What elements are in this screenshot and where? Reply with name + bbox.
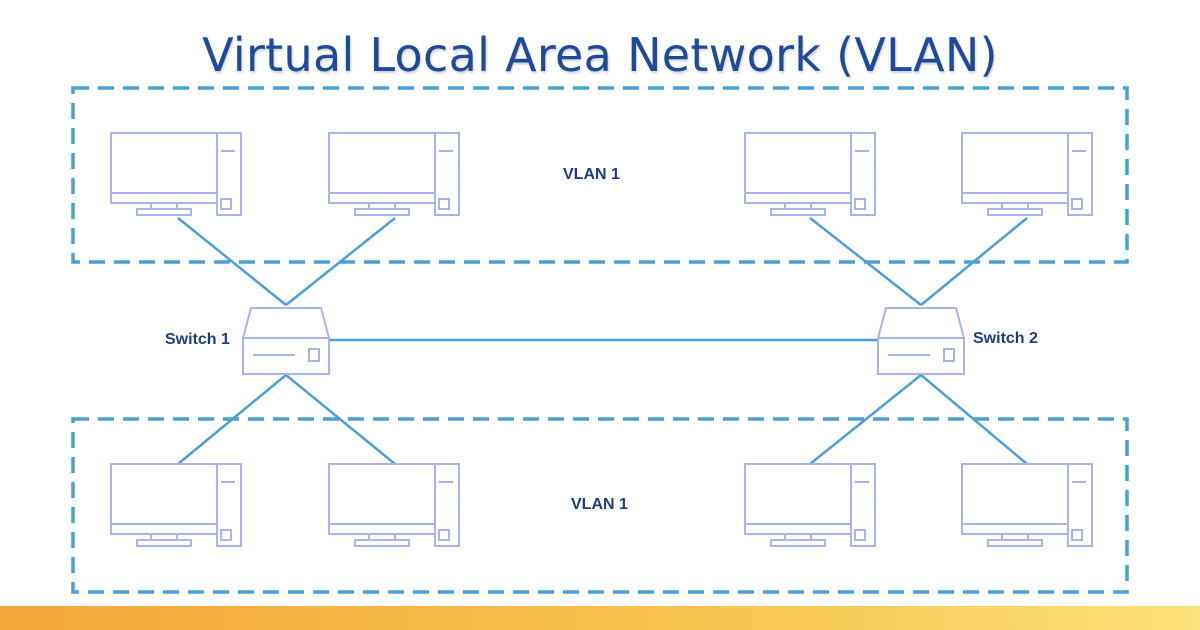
network-switch-icon: [242, 307, 330, 375]
desktop-computer-icon: [961, 132, 1093, 216]
vlan-boundary-bottom: [71, 417, 1129, 594]
switch-1-label: Switch 1: [165, 331, 230, 348]
desktop-computer-icon: [744, 132, 876, 216]
desktop-computer-icon: [744, 463, 876, 547]
link-switch2-pc7: [809, 374, 922, 465]
link-pc4-switch2: [920, 217, 1028, 306]
switch-2-label: Switch 2: [973, 330, 1038, 347]
desktop-computer-icon: [328, 463, 460, 547]
accent-band: [0, 606, 1200, 630]
link-switch2-pc8: [920, 374, 1028, 465]
link-pc2-switch1: [285, 217, 396, 306]
vlan-bottom-label: VLAN 1: [571, 496, 628, 513]
network-links: [177, 217, 1028, 465]
desktop-computer-icon: [110, 132, 242, 216]
link-switch1-pc5: [177, 374, 287, 465]
link-pc3-switch2: [809, 217, 922, 306]
link-pc1-switch1: [177, 217, 287, 306]
desktop-computer-icon: [961, 463, 1093, 547]
desktop-computer-icon: [328, 132, 460, 216]
vlan-boundary-top: [71, 86, 1129, 264]
vlan-top-label: VLAN 1: [563, 166, 620, 183]
network-switch-icon: [877, 307, 965, 375]
link-switch1-pc6: [285, 374, 396, 465]
desktop-computer-icon: [110, 463, 242, 547]
page-title: Virtual Local Area Network (VLAN): [202, 28, 998, 82]
